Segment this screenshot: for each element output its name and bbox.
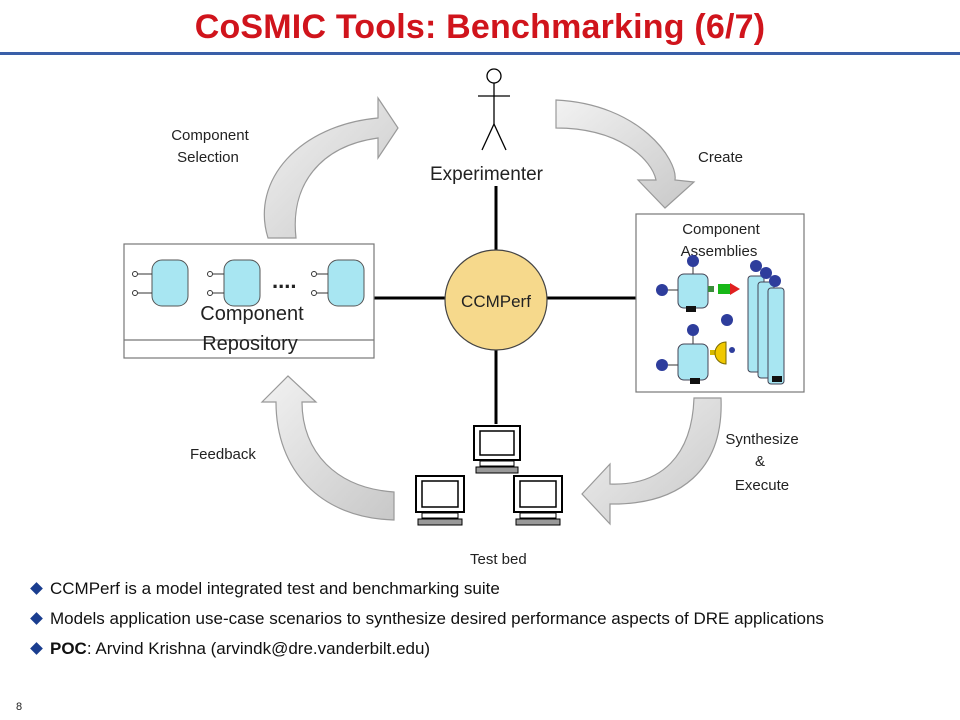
assembly-component-bottom — [656, 324, 735, 384]
diamond-bullet-icon — [30, 642, 43, 655]
component-selection-arrow — [263, 96, 399, 239]
testbed-computer-left — [415, 475, 465, 526]
page-number: 8 — [16, 701, 23, 713]
synthesize-label-line3: Execute — [735, 477, 789, 494]
repository-component-2 — [207, 259, 261, 307]
repository-component-1 — [132, 259, 189, 307]
component-repository: .... Component Repository — [123, 243, 375, 359]
poc-label: POC — [50, 639, 87, 658]
repository-label-line1: Component — [200, 303, 304, 325]
bullet-list: CCMPerf is a model integrated test and b… — [30, 580, 930, 670]
title-rule — [0, 52, 960, 55]
repository-component-3 — [311, 259, 365, 307]
ccmperf-node — [444, 249, 548, 351]
repository-ellipsis: .... — [272, 268, 296, 293]
synthesize-label-line1: Synthesize — [725, 431, 798, 448]
ccmperf-label: CCMPerf — [461, 292, 531, 311]
repository-label-line2: Repository — [202, 333, 298, 355]
assembly-stack — [721, 260, 785, 385]
testbed-computer-right — [513, 475, 563, 526]
component-selection-label-line1: Component — [171, 127, 249, 144]
create-arrow — [555, 99, 696, 209]
assemblies-label-line1: Component — [682, 221, 760, 238]
slide-title: CoSMIC Tools: Benchmarking (6/7) — [194, 8, 766, 46]
experimenter-label: Experimenter — [430, 164, 544, 185]
testbed-label: Test bed — [470, 551, 527, 568]
synthesize-label-line2: & — [755, 453, 765, 470]
bullet-text: CCMPerf is a model integrated test and b… — [50, 579, 500, 598]
testbed-computer-top — [473, 425, 521, 474]
feedback-arrow — [260, 375, 395, 521]
component-assemblies: Component Assemblies — [635, 213, 805, 393]
synthesize-arrow — [581, 397, 722, 526]
bullet-item: Models application use-case scenarios to… — [30, 610, 930, 628]
feedback-label: Feedback — [190, 446, 256, 463]
component-selection-label-line2: Selection — [177, 149, 239, 166]
assemblies-label-line2: Assemblies — [681, 243, 758, 260]
diamond-bullet-icon — [30, 582, 43, 595]
create-label: Create — [698, 149, 743, 166]
ccmperf-diagram: Experimenter CCMPerf Component Selection… — [123, 68, 805, 568]
bullet-item: CCMPerf is a model integrated test and b… — [30, 580, 930, 598]
assembly-component-top — [656, 255, 740, 312]
bullet-item: POC: Arvind Krishna (arvindk@dre.vanderb… — [30, 640, 930, 658]
diamond-bullet-icon — [30, 612, 43, 625]
bullet-text: Models application use-case scenarios to… — [50, 609, 824, 628]
bullet-text: : Arvind Krishna (arvindk@dre.vanderbilt… — [86, 639, 431, 658]
experimenter-figure — [478, 68, 510, 151]
